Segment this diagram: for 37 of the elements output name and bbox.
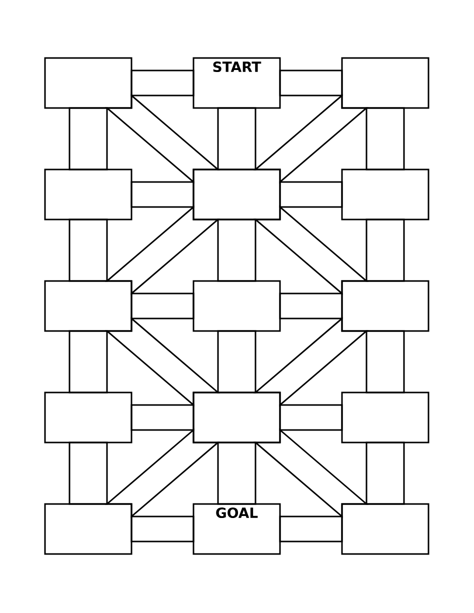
box	[44, 57, 132, 109]
corridor	[366, 218, 405, 282]
box	[44, 392, 132, 444]
corridor	[279, 70, 343, 96]
corridor	[130, 292, 194, 320]
corridor	[68, 218, 108, 282]
box	[44, 280, 132, 332]
box	[44, 503, 132, 555]
corridor	[130, 516, 194, 542]
corridor	[366, 107, 405, 170]
corridor	[217, 107, 256, 170]
box	[44, 168, 132, 220]
corridor	[68, 330, 108, 394]
corridor	[130, 70, 194, 96]
box	[192, 168, 281, 220]
box	[192, 280, 281, 332]
corridor	[68, 442, 108, 505]
box	[192, 392, 281, 444]
labeled-box: GOAL	[192, 503, 281, 555]
labeled-box: START	[192, 57, 281, 109]
corridor	[279, 516, 343, 542]
box	[341, 280, 430, 332]
box	[341, 168, 430, 220]
corridor	[68, 107, 108, 170]
corridor	[217, 218, 256, 282]
box	[341, 392, 430, 444]
corridor	[217, 330, 256, 394]
corridor	[366, 442, 405, 505]
corridor	[130, 404, 194, 431]
box	[341, 57, 430, 109]
corridor	[279, 404, 343, 431]
corridor	[366, 330, 405, 394]
corridor	[217, 442, 256, 505]
corridor	[279, 292, 343, 320]
corridor	[130, 181, 194, 208]
box	[341, 503, 430, 555]
corridor	[279, 181, 343, 208]
